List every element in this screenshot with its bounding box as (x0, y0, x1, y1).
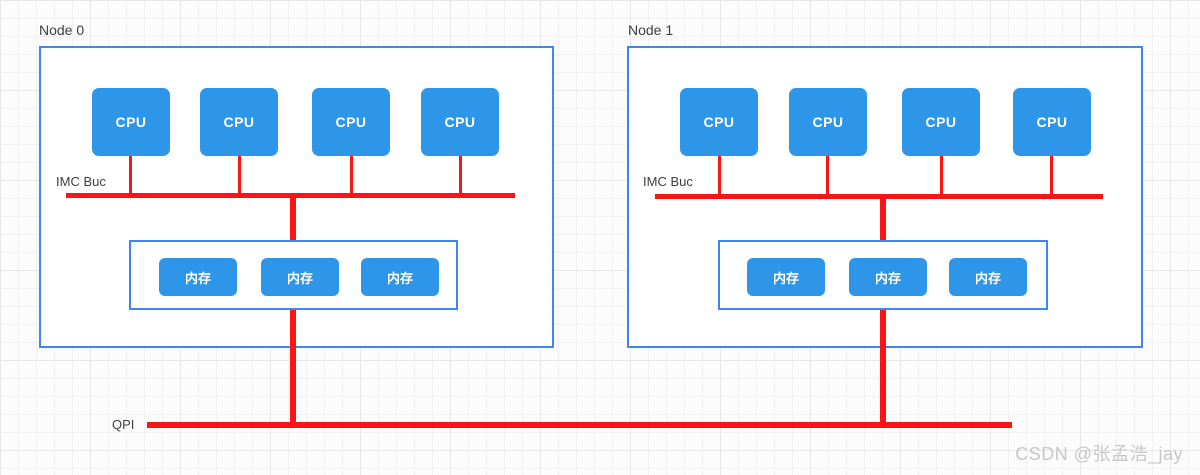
node0-cpu-4: CPU (421, 88, 499, 156)
node1-memory-3: 内存 (949, 258, 1027, 296)
node0-memory-3: 内存 (361, 258, 439, 296)
node0-cpu2-connector-line (238, 155, 241, 196)
node0-imc-bus-label: IMC Buc (56, 174, 106, 189)
node1-cpu-1: CPU (680, 88, 758, 156)
node0-label: Node 0 (39, 22, 85, 38)
node1-cpu1-connector-line (718, 155, 721, 196)
node1-cpu4-connector-line (1050, 155, 1053, 196)
node1-cpu-2: CPU (789, 88, 867, 156)
qpi-bus-line (147, 422, 1012, 428)
node0-cpu-1: CPU (92, 88, 170, 156)
node0-memory-2: 内存 (261, 258, 339, 296)
node0-memory-to-qpi-line (290, 310, 296, 428)
node0-cpu-2: CPU (200, 88, 278, 156)
node1-memory-1: 内存 (747, 258, 825, 296)
qpi-bus-label: QPI (112, 417, 135, 432)
node0-cpu1-connector-line (129, 155, 132, 196)
node0-cpu4-connector-line (459, 155, 462, 196)
node1-label: Node 1 (628, 22, 674, 38)
node1-memory-to-qpi-line (880, 310, 886, 428)
node0-cpu-3: CPU (312, 88, 390, 156)
node0-imc-bus-line (66, 193, 515, 198)
node1-imc-bus-line (655, 194, 1103, 199)
node1-cpu3-connector-line (940, 155, 943, 196)
csdn-watermark: CSDN @张孟浩_jay (1015, 444, 1183, 464)
node1-imc-bus-label: IMC Buc (643, 174, 693, 189)
node0-bus-to-memory-line (290, 196, 296, 240)
node0-memory-1: 内存 (159, 258, 237, 296)
node1-cpu-3: CPU (902, 88, 980, 156)
node1-memory-2: 内存 (849, 258, 927, 296)
node0-memory-box: 内存 内存 内存 (129, 240, 458, 310)
node1-memory-box: 内存 内存 内存 (718, 240, 1048, 310)
node1-cpu-4: CPU (1013, 88, 1091, 156)
node0-cpu3-connector-line (350, 155, 353, 196)
node1-cpu2-connector-line (826, 155, 829, 196)
node1-bus-to-memory-line (880, 197, 886, 240)
